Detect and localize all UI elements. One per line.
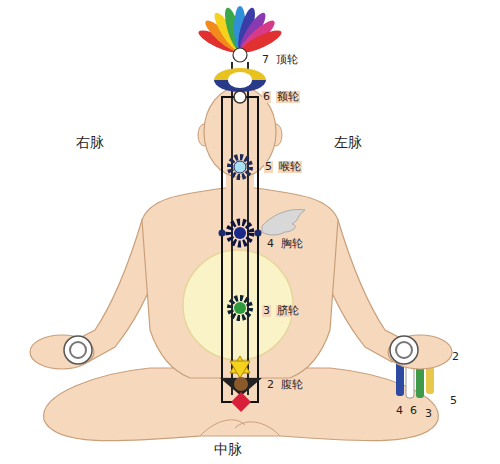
- chakra-number: 4: [266, 238, 275, 250]
- chakra-number: 2: [266, 379, 275, 391]
- channel-name: 右脉: [76, 135, 104, 150]
- chakra-name: 胸轮: [280, 238, 304, 250]
- finger-number: 5: [450, 395, 457, 407]
- finger-number: 3: [425, 408, 432, 420]
- chakra-name: 脐轮: [276, 305, 300, 317]
- chakra-number: 7: [262, 54, 269, 66]
- chakra-number: 3: [262, 305, 271, 317]
- chakra-number: 5: [264, 161, 273, 173]
- chakra-name: 喉轮: [278, 161, 302, 173]
- chakra-name: 顶轮: [276, 54, 298, 66]
- finger-number: 4: [396, 405, 403, 417]
- chakra-name: 额轮: [276, 91, 300, 103]
- chakra-number: 6: [262, 91, 271, 103]
- chakra-name: 腹轮: [280, 379, 304, 391]
- channel-name: 左脉: [334, 135, 362, 150]
- finger-number: 6: [410, 405, 417, 417]
- channel-name: 中脉: [214, 442, 242, 457]
- finger-number: 2: [452, 351, 459, 363]
